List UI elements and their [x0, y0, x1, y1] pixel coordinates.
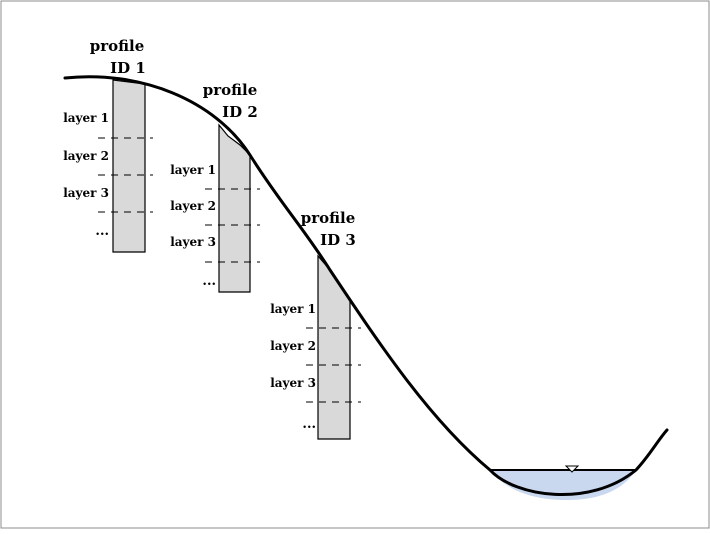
profile-1: profile ID 1 layer 1 layer 2 layer 3 ... — [63, 37, 153, 253]
profile-2: profile ID 2 layer 1 layer 2 layer 3 ... — [170, 81, 260, 293]
profile-column — [112, 79, 146, 253]
layer-label: layer 1 — [63, 111, 109, 125]
profile-id: ID 3 — [320, 231, 356, 249]
terrain-surface-line — [63, 75, 669, 496]
profile-id: ID 2 — [222, 103, 258, 121]
layer-label: layer 1 — [170, 163, 216, 177]
water-level-icon — [564, 465, 580, 473]
profile-column — [317, 254, 351, 440]
layer-label: layer 2 — [270, 339, 316, 353]
profile-id: ID 1 — [110, 59, 146, 77]
layer-label: layer 3 — [63, 186, 109, 200]
more-layers-ellipsis: ... — [95, 224, 109, 239]
water-body — [490, 470, 636, 500]
profile-label: profile — [90, 37, 145, 55]
more-layers-ellipsis: ... — [202, 274, 216, 289]
layer-label: layer 3 — [270, 376, 316, 390]
profile-3: profile ID 3 layer 1 layer 2 layer 3 ... — [270, 209, 361, 440]
profile-label: profile — [301, 209, 356, 227]
layer-label: layer 2 — [63, 149, 109, 163]
layer-label: layer 1 — [270, 302, 316, 316]
profile-label: profile — [203, 81, 258, 99]
more-layers-ellipsis: ... — [302, 417, 316, 432]
layer-label: layer 2 — [170, 199, 216, 213]
layer-label: layer 3 — [170, 235, 216, 249]
